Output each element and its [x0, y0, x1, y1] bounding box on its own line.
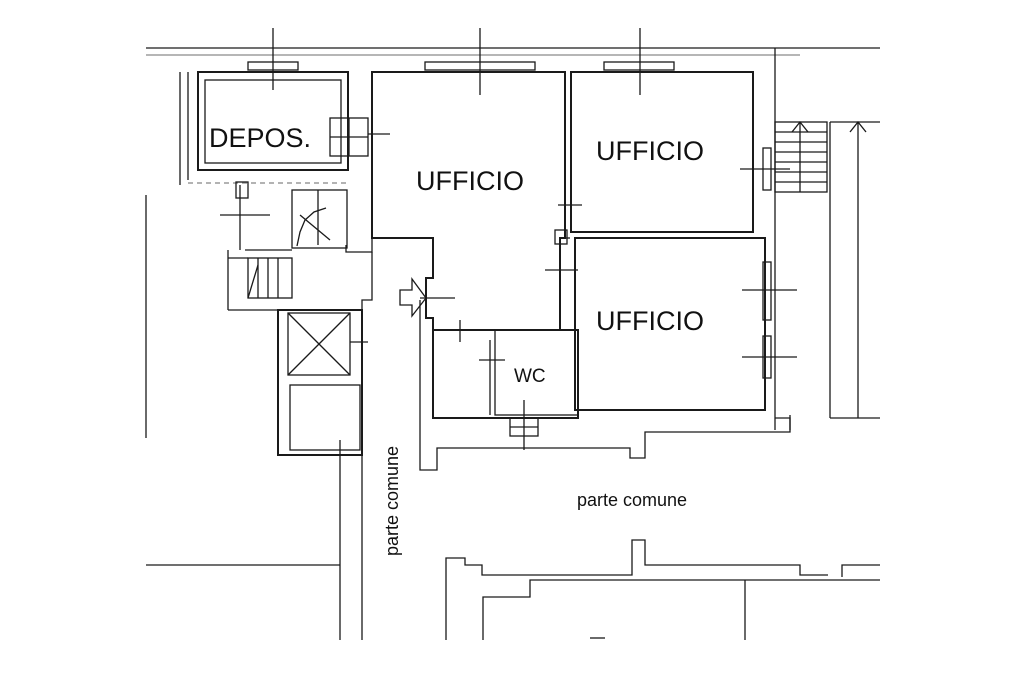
wc-room — [419, 300, 791, 471]
office-bottom-right — [545, 229, 797, 411]
elevator-shaft-icon — [277, 309, 368, 456]
common-area-label-horizontal: parte comune — [577, 490, 687, 510]
lower-buildings — [445, 539, 880, 640]
room-label-ufficio-top-right: UFFICIO — [596, 136, 704, 166]
room-label-ufficio-large: UFFICIO — [416, 166, 524, 196]
room-label-depos: DEPOS. — [209, 123, 311, 153]
stair-icon — [220, 181, 373, 311]
room-label-ufficio-bottom-right: UFFICIO — [596, 306, 704, 336]
depos-room — [179, 28, 390, 185]
room-label-wc: WC — [514, 366, 546, 387]
office-top-right — [570, 28, 790, 233]
exterior-walls — [145, 47, 880, 640]
entrance-arrow-icon — [399, 277, 455, 318]
stair-right — [774, 120, 880, 419]
common-area-label-vertical: parte comune — [382, 446, 402, 556]
